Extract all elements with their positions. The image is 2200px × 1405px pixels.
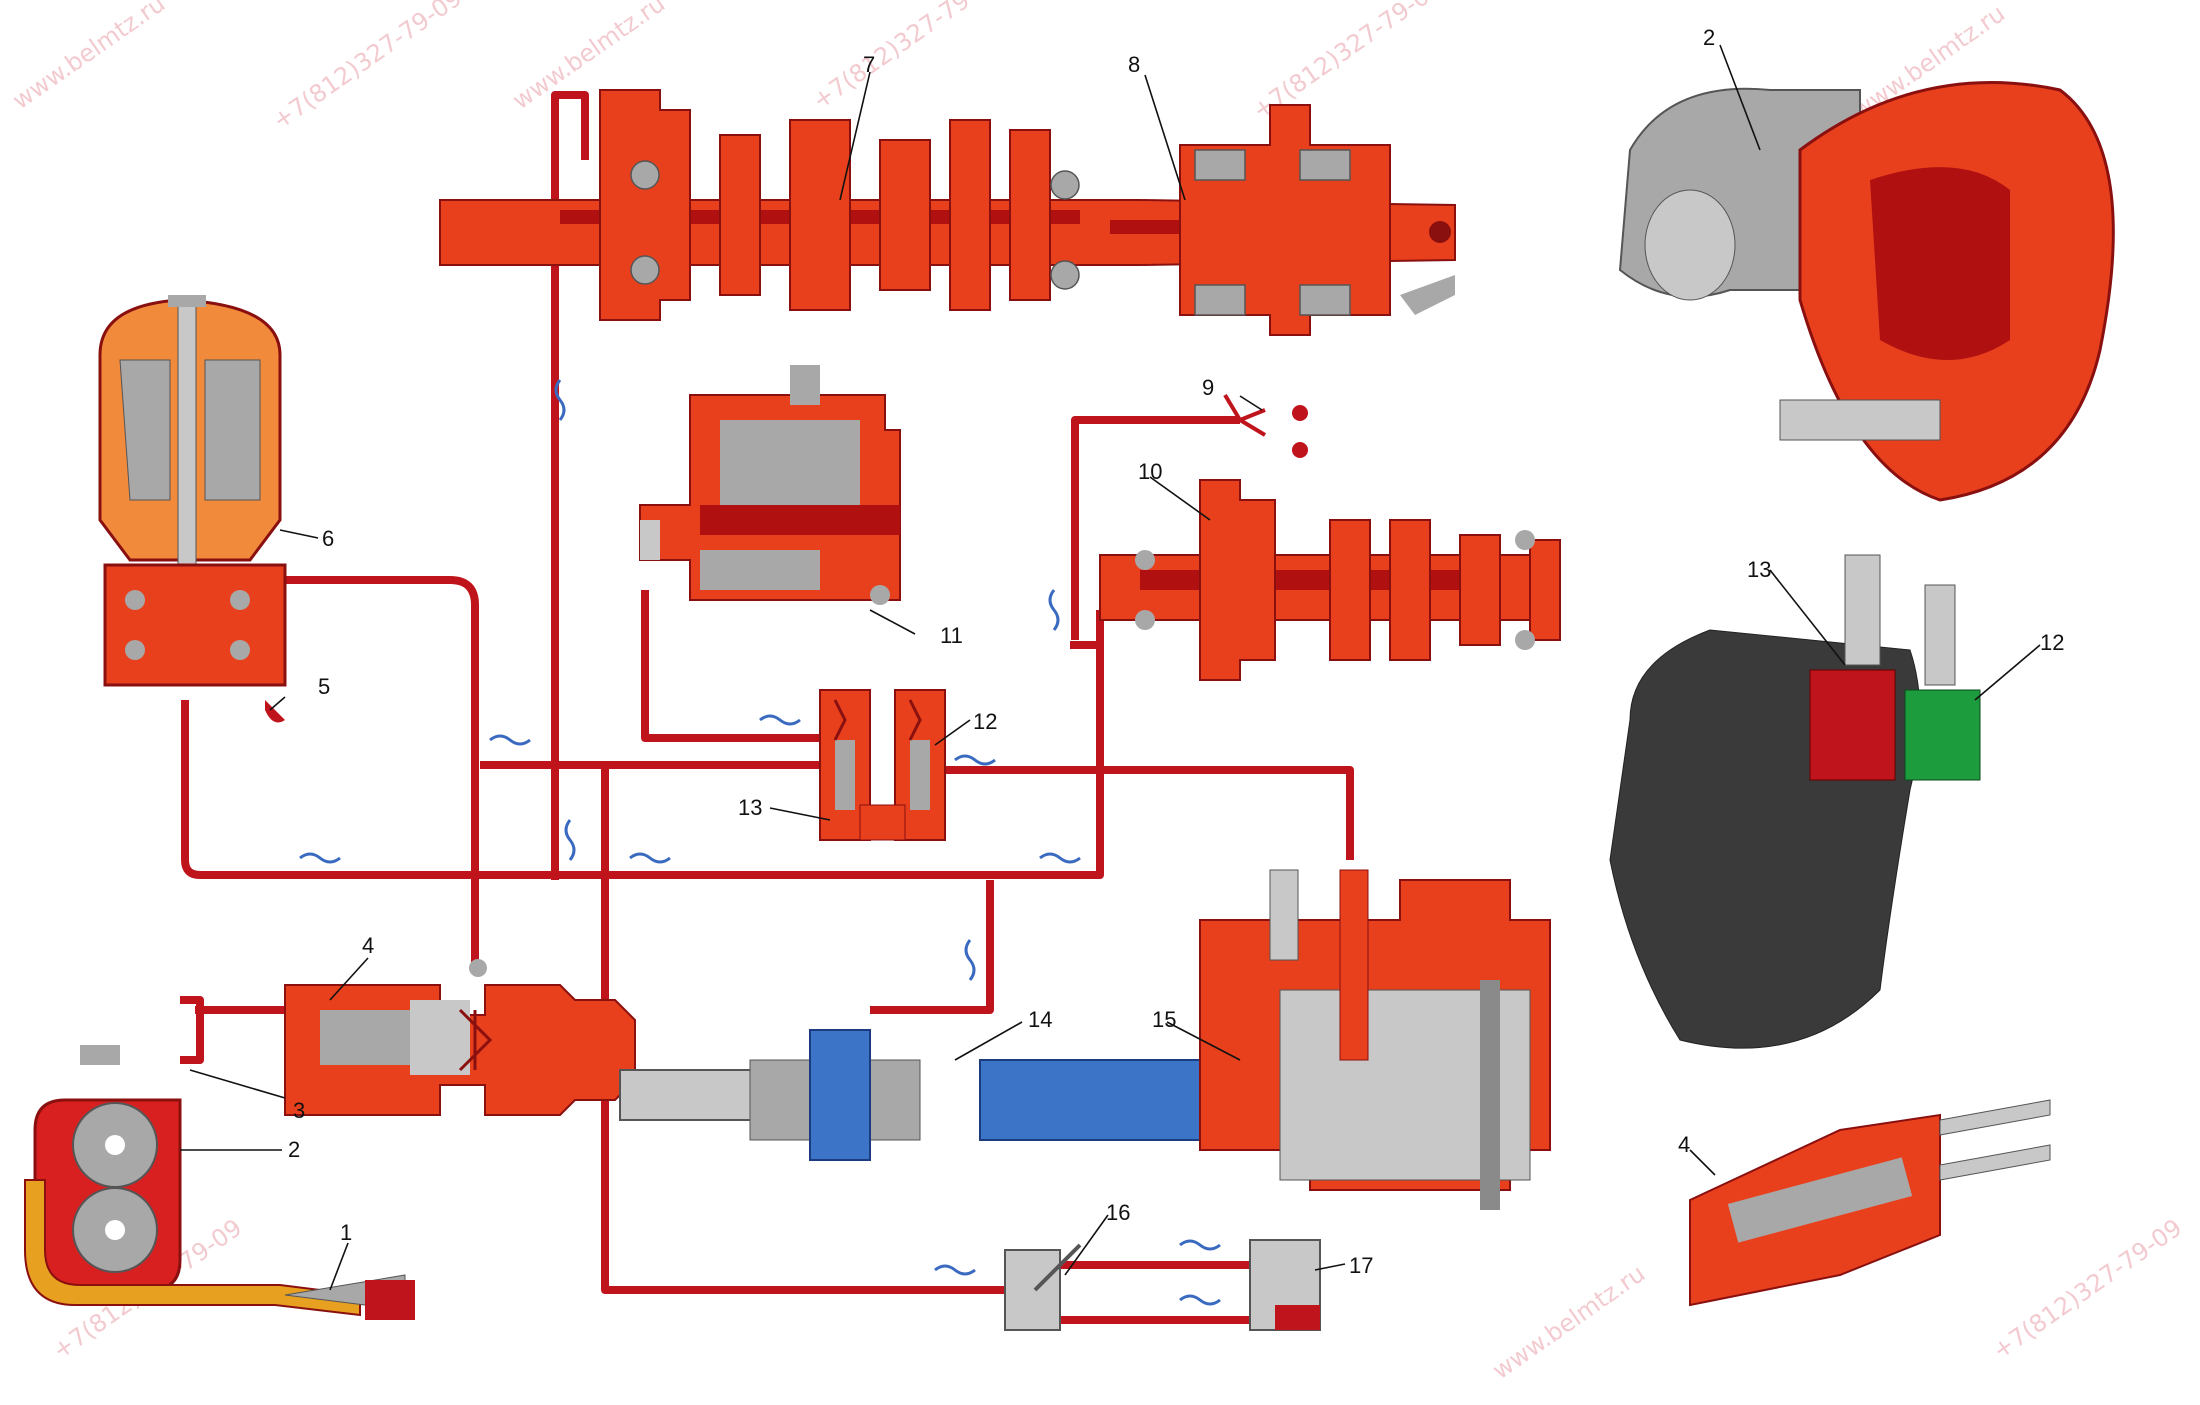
watermark: www.belmtz.ru bbox=[1487, 1259, 1650, 1385]
pto-line bbox=[900, 766, 1354, 860]
gearbox-shaft-7-8 bbox=[439, 89, 1456, 336]
callout-6: 6 bbox=[322, 526, 334, 551]
pressure-gauge-icon bbox=[1223, 393, 1308, 458]
callout-11: 11 bbox=[940, 623, 963, 648]
valve-block-photo bbox=[1609, 554, 1981, 1049]
callout-9: 9 bbox=[1202, 375, 1214, 400]
gauge-line bbox=[1071, 416, 1240, 640]
shaft-10 bbox=[1099, 479, 1561, 681]
callout-4: 4 bbox=[362, 933, 374, 958]
oil-lines bbox=[180, 91, 1354, 1324]
watermark: +7(812)327-79-09 bbox=[1987, 1213, 2187, 1364]
watermark: +7(812)327-79-09 bbox=[807, 0, 1007, 115]
leader-lines bbox=[180, 44, 2041, 1291]
callout-photo-4: 4 bbox=[1678, 1132, 1690, 1157]
callout-5: 5 bbox=[318, 674, 330, 699]
gear-pump-icon bbox=[24, 1045, 415, 1320]
callout-2: 2 bbox=[288, 1137, 300, 1162]
callout-12: 12 bbox=[973, 709, 997, 734]
clutch-line bbox=[641, 590, 830, 742]
callout-10: 10 bbox=[1138, 459, 1162, 484]
pressure-valve-4 bbox=[284, 959, 636, 1116]
centrifuge-filter-icon bbox=[98, 295, 287, 687]
watermark: www.belmtz.ru bbox=[7, 0, 170, 115]
control-lever bbox=[1004, 1239, 1321, 1331]
flow-arrow-icon bbox=[299, 379, 1221, 1306]
callout-15: 15 bbox=[1152, 1007, 1176, 1032]
clutch-pack-icon bbox=[639, 365, 901, 605]
pump-assembly-photo bbox=[1618, 81, 2115, 502]
valve-cutaway-photo bbox=[1689, 1099, 2051, 1307]
filter-return-line bbox=[181, 610, 1104, 879]
valve-5 bbox=[265, 700, 285, 723]
callout-16: 16 bbox=[1106, 1200, 1130, 1225]
callout-photo-2: 2 bbox=[1703, 25, 1715, 50]
callout-14: 14 bbox=[1028, 1007, 1052, 1032]
callout-7: 7 bbox=[863, 52, 875, 77]
callout-13: 13 bbox=[738, 795, 762, 820]
callout-labels: 1 2 3 4 5 6 7 8 9 10 11 12 13 14 15 16 1… bbox=[288, 25, 2064, 1278]
pump-outlet-line bbox=[180, 996, 204, 1064]
filter-outlet-line bbox=[270, 576, 479, 965]
main-supply-line bbox=[551, 91, 589, 880]
solenoid-valve-icon bbox=[819, 689, 946, 841]
pedal-line bbox=[601, 765, 1010, 1294]
callout-17: 17 bbox=[1349, 1253, 1373, 1278]
callout-8: 8 bbox=[1128, 52, 1140, 77]
callout-photo-13: 13 bbox=[1747, 557, 1771, 582]
callout-1: 1 bbox=[340, 1220, 352, 1245]
callout-photo-12: 12 bbox=[2040, 630, 2064, 655]
callout-3: 3 bbox=[293, 1098, 305, 1123]
pto-assembly bbox=[619, 869, 1551, 1210]
pto-valve-line bbox=[870, 880, 994, 1014]
watermark: +7(812)327-79-09 bbox=[267, 0, 467, 135]
